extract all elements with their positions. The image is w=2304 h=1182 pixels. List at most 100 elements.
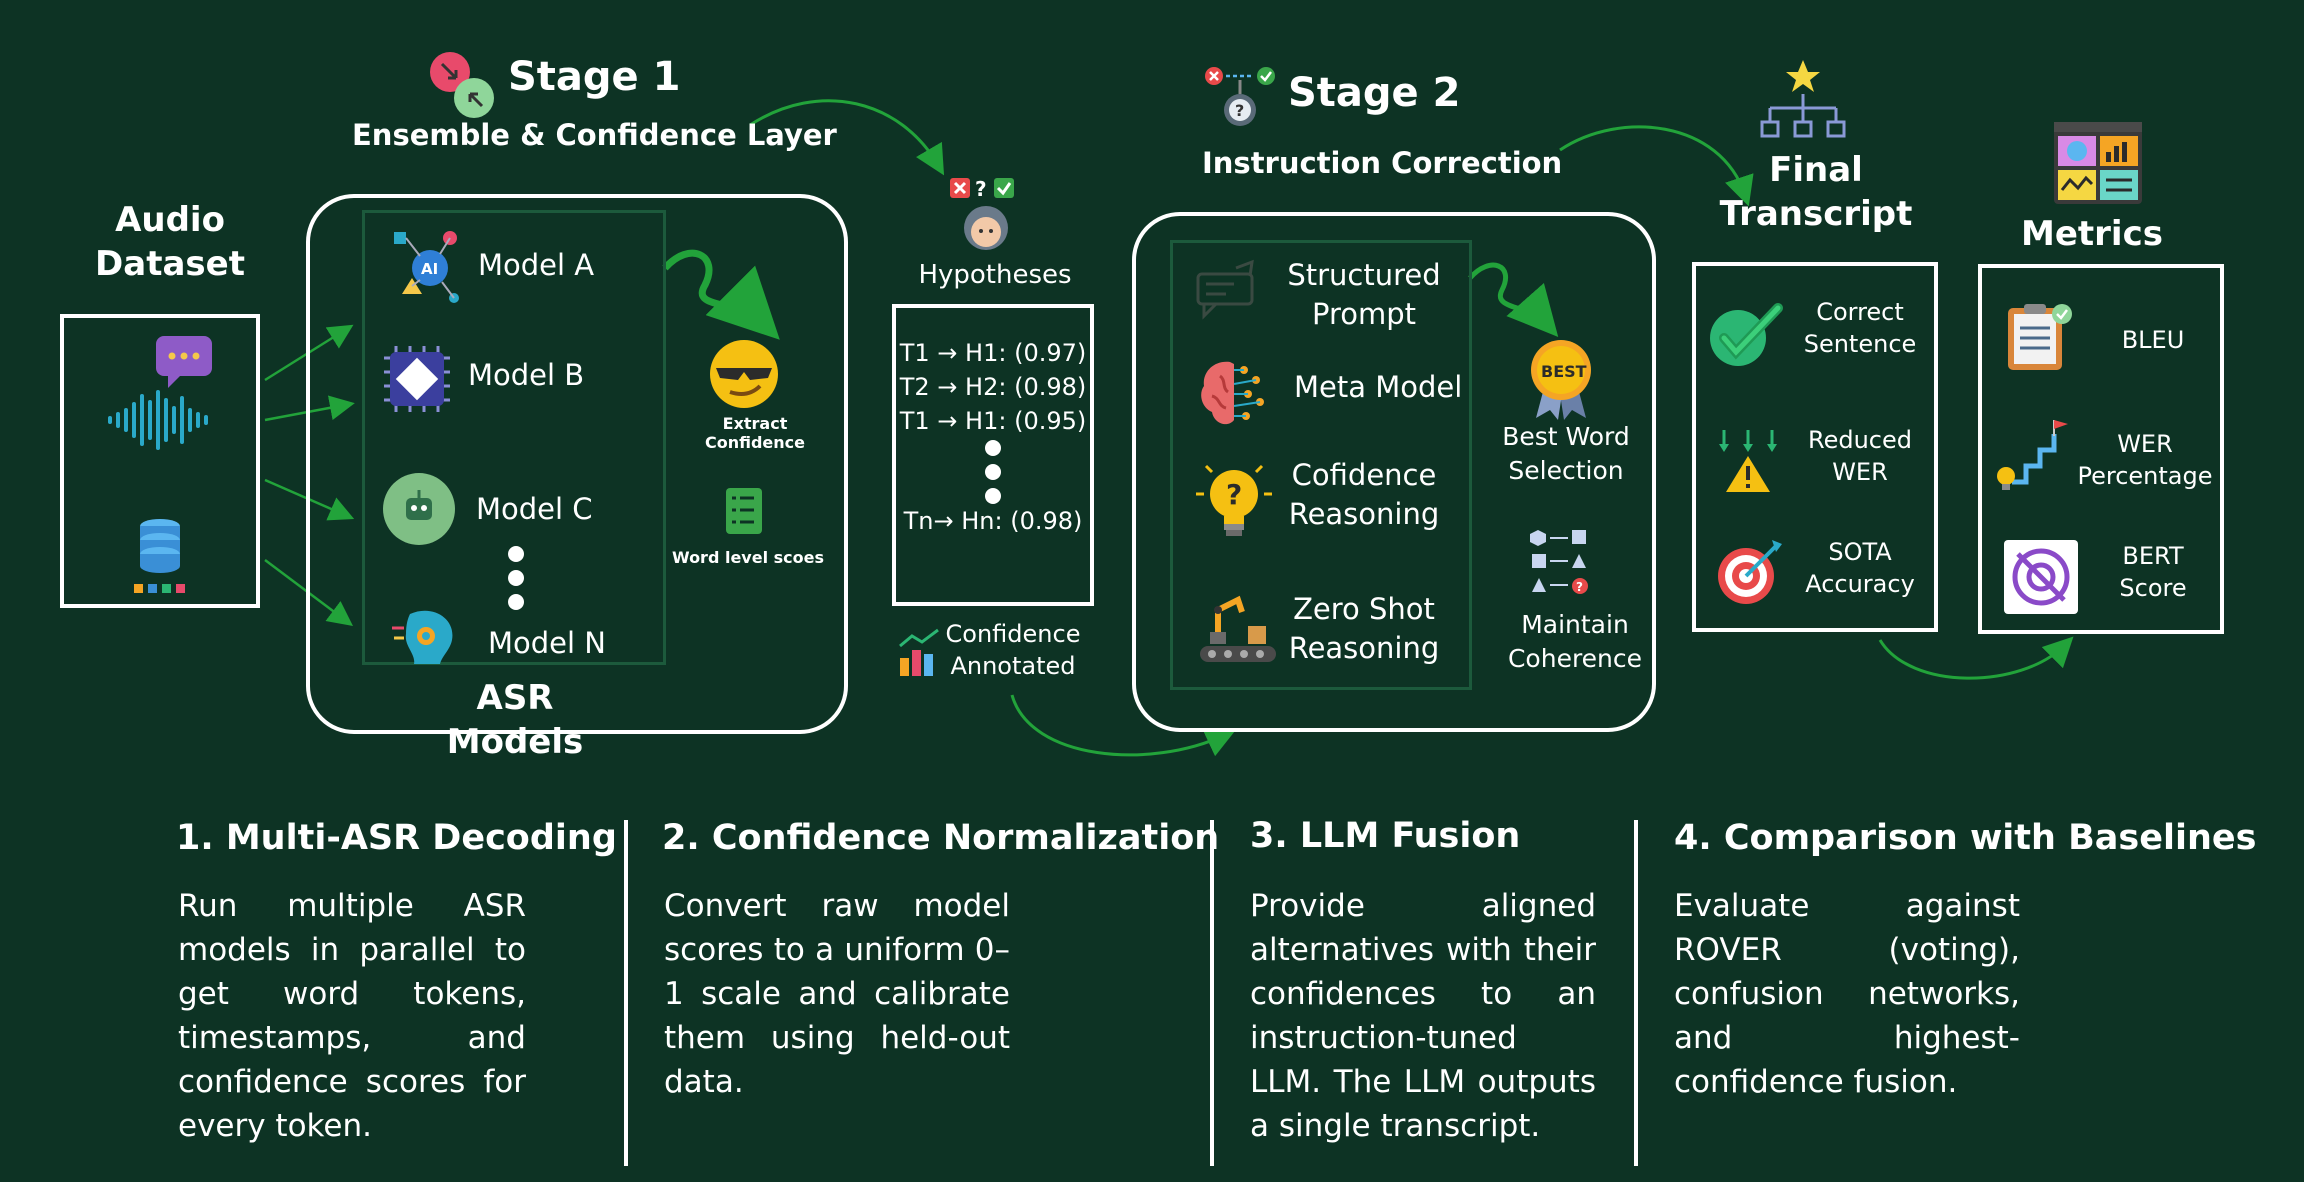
extract-confidence-label: Extract Confidence — [704, 414, 805, 452]
prompt-icon — [1194, 259, 1260, 324]
checklist-icon — [726, 488, 762, 538]
word-level-scores-label: Word level scoes — [671, 548, 825, 567]
maintain-coherence-label: Maintain Coherence — [1500, 608, 1650, 676]
svg-text:AI: AI — [421, 260, 438, 278]
svg-text:?: ? — [1576, 580, 1583, 594]
section-4-title-text: Comparison with Baselines — [1723, 818, 2257, 858]
growth-chart-icon — [898, 628, 944, 682]
bert-score-label: BERT Score — [2090, 540, 2216, 605]
section-2-number: 2. — [662, 818, 700, 858]
audio-dataset-box — [60, 314, 260, 608]
hierarchy-icon — [1760, 58, 1846, 150]
confidence-reasoning-label: Cofidence Reasoning — [1268, 456, 1460, 534]
hypotheses-icon: ? — [950, 176, 1030, 260]
zero-shot-reasoning-label: Zero Shot Reasoning — [1268, 590, 1460, 668]
asr-models-caption: ASR Models — [446, 678, 584, 763]
svg-text:?: ? — [1235, 101, 1244, 120]
best-word-selection-label: Best Word Selection — [1494, 420, 1638, 488]
section-divider-3 — [1634, 820, 1638, 1166]
question-bulb-icon: ? — [1196, 464, 1272, 546]
model-a-icon: AI — [390, 228, 466, 312]
structured-prompt-line2: Prompt — [1311, 297, 1417, 332]
final-to-metrics-arrow — [1878, 636, 2074, 680]
best-badge-icon: BEST — [1528, 338, 1594, 424]
reduced-wer-line1: Reduced — [1807, 426, 1912, 454]
section-1-number: 1. — [176, 818, 214, 858]
brain-icon — [1196, 356, 1272, 436]
zero-shot-line1: Zero Shot — [1293, 592, 1435, 626]
check-icon — [1708, 302, 1786, 374]
stage1-to-hypotheses-arrow — [749, 99, 945, 176]
best-word-line2: Selection — [1508, 455, 1624, 485]
stage1-subtitle: Ensemble & Confidence Layer — [352, 118, 837, 152]
asr-models-inner — [362, 210, 666, 665]
hypotheses-box: T1 → H1: (0.97) T2 → H2: (0.98) T1 → H1:… — [892, 304, 1094, 606]
stage2-title: Stage 2 — [1288, 70, 1461, 116]
final-transcript-title: Final Transcript — [1706, 148, 1926, 236]
svg-text:?: ? — [1226, 478, 1242, 511]
section-2-title-text: Confidence Normalization — [711, 818, 1220, 858]
instruction-correction-box — [1132, 212, 1656, 732]
waveform-icon — [106, 390, 216, 454]
target-icon — [1714, 538, 1786, 610]
section-3-body: Provide aligned alternatives with their … — [1250, 888, 1596, 1144]
bleu-label: BLEU — [2121, 326, 2185, 354]
hypothesis-row-2: T2 → H2: (0.98) — [899, 373, 1087, 401]
stage2-subtitle: Instruction Correction — [1202, 146, 1563, 180]
reduced-wer-label: Reduced WER — [1792, 424, 1928, 489]
cool-face-icon — [708, 338, 780, 414]
confidence-annotated-line2: Annotated — [950, 652, 1076, 681]
best-word-line1: Best Word — [1502, 422, 1630, 451]
correct-sentence-line1: Correct — [1816, 298, 1904, 326]
model-n-icon — [392, 606, 458, 670]
confidence-annotated-caption: Confidence Annotated — [940, 618, 1086, 683]
confidence-reasoning-line2: Reasoning — [1288, 497, 1440, 532]
audio-dataset-title: Audio Dataset — [70, 198, 270, 286]
model-b-icon — [380, 342, 454, 420]
bert-score-line1: BERT — [2122, 542, 2184, 570]
curly-arrow-stage2 — [1468, 262, 1559, 337]
instruction-correction-inner — [1170, 240, 1472, 690]
hypotheses-title: Hypotheses — [918, 260, 1072, 290]
section-1-body: Run multiple ASR models in parallel to g… — [178, 888, 526, 1144]
bert-score-icon — [2004, 540, 2078, 618]
section-4-body: Evaluate against ROVER (voting), confusi… — [1674, 888, 2020, 1100]
database-icon — [132, 518, 192, 602]
hypothesis-row-1: T1 → H1: (0.97) — [899, 339, 1087, 367]
hypothesis-row-n: Tn→ Hn: (0.98) — [903, 507, 1083, 535]
warning-arrows-icon — [1716, 428, 1780, 500]
coherence-icon: ? — [1530, 528, 1596, 602]
maintain-line1: Maintain — [1521, 610, 1629, 639]
confidence-annotated-line1: Confidence — [945, 620, 1081, 648]
correct-sentence-line2: Sentence — [1803, 330, 1917, 359]
hypothesis-row-3: T1 → H1: (0.95) — [899, 407, 1087, 435]
stage1-title: Stage 1 — [508, 54, 681, 100]
clipboard-icon — [2006, 302, 2076, 376]
sota-line1: SOTA — [1828, 538, 1892, 566]
section-3-title: 3. LLM Fusion — [1250, 816, 1520, 856]
final-transcript-box: Correct Sentence Reduced WER SOTA Accura… — [1692, 262, 1938, 632]
section-3-title-text: LLM Fusion — [1299, 816, 1521, 856]
stage2-to-final-arrow — [1559, 125, 1754, 207]
zero-shot-line2: Reasoning — [1288, 631, 1440, 666]
model-c-label: Model C — [476, 492, 593, 526]
reduced-wer-line2: WER — [1832, 458, 1888, 487]
stairs-bulb-icon — [1996, 418, 2076, 502]
section-divider-2 — [1210, 820, 1214, 1166]
chat-bubble-icon — [156, 336, 212, 392]
audio-to-models-arrows — [264, 324, 355, 626]
wer-percentage-label: WER Percentage — [2070, 428, 2220, 493]
curly-arrow-stage1 — [662, 249, 780, 340]
model-c-icon — [382, 472, 456, 550]
section-2-title: 2. Confidence Normalization — [662, 818, 1219, 858]
meta-model-label: Meta Model — [1294, 370, 1463, 404]
dashboard-icon — [2054, 122, 2142, 208]
audio-title-line2: Dataset — [95, 244, 245, 285]
structured-prompt-line1: Structured — [1287, 258, 1441, 292]
stage1-icon — [428, 48, 500, 120]
final-title-line1: Final — [1769, 150, 1863, 190]
wer-percentage-line1: WER — [2117, 430, 2173, 458]
section-3-number: 3. — [1250, 816, 1288, 856]
maintain-line2: Coherence — [1507, 643, 1643, 673]
